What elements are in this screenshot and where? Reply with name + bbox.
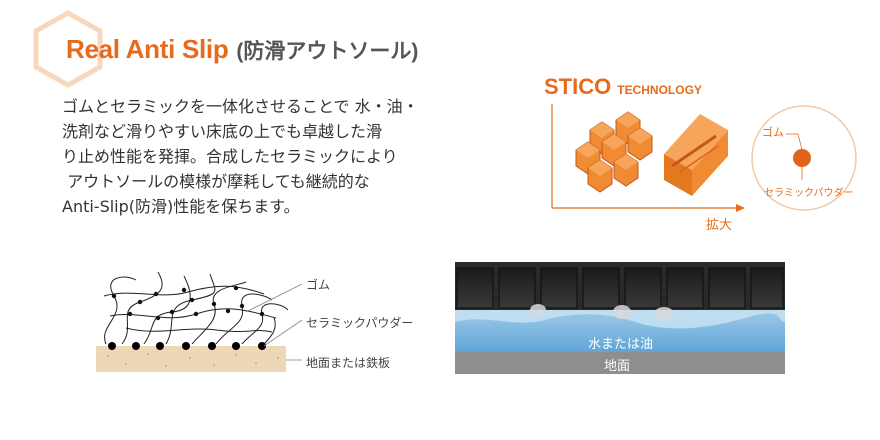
- ceramic-powder-dots: [108, 342, 266, 350]
- technology-label: TECHNOLOGY: [617, 83, 702, 97]
- ceramic-particle-icon: [793, 149, 811, 167]
- description-line: 洗剤など滑りやすい床底の上でも卓越した滑: [62, 122, 383, 141]
- zoom-label-ceramic: セラミックパウダー: [764, 188, 854, 199]
- label-ground: 地面: [604, 359, 631, 374]
- description-line: り止め性能を発揮。合成したセラミックにより: [62, 147, 398, 166]
- stico-diagram: [551, 104, 857, 212]
- title-sub: (防滑アウトソール): [236, 40, 419, 63]
- label-water-oil: 水または油: [588, 337, 654, 352]
- enlarged-block-icon: [664, 114, 728, 196]
- description-line: アウトソールの模様が摩耗しても継続的な: [62, 172, 370, 191]
- rubber-pointer: [797, 133, 803, 151]
- leader-rubber: [245, 283, 303, 313]
- label-ceramic-powder: セラミックパウダー: [306, 316, 414, 330]
- outsole-photo: [455, 262, 785, 374]
- zoom-label-rubber: ゴム: [762, 126, 784, 139]
- hex-cluster-icon: [575, 111, 653, 193]
- axis-label-zoom: 拡大: [706, 218, 733, 233]
- description: ゴムとセラミックを一体化させることで 水・油・ 洗剤など滑りやすい床底の上でも卓…: [62, 94, 462, 219]
- tread-blocks: [456, 267, 784, 309]
- hexagon-decoration-icon: [33, 10, 103, 88]
- description-line: ゴムとセラミックを一体化させることで 水・油・: [62, 97, 419, 116]
- leader-ceramic: [263, 319, 303, 347]
- ground-layer: [455, 352, 785, 374]
- axis-arrow-icon: [736, 204, 745, 212]
- fiber-nodes: [111, 285, 265, 321]
- ground-slab: [96, 346, 286, 372]
- stico-brand: STICO: [544, 74, 612, 99]
- page-title: Real Anti Slip (防滑アウトソール): [66, 34, 418, 65]
- title-main: Real Anti Slip: [66, 34, 229, 64]
- label-ground-steel: 地面または鉄板: [306, 356, 391, 370]
- label-rubber: ゴム: [306, 278, 331, 292]
- description-line: Anti-Slip(防滑)性能を保ちます。: [62, 197, 300, 216]
- cross-section-diagram: [96, 271, 303, 372]
- stico-technology-heading: STICO TECHNOLOGY: [544, 74, 702, 100]
- rubber-fibers: [103, 271, 289, 345]
